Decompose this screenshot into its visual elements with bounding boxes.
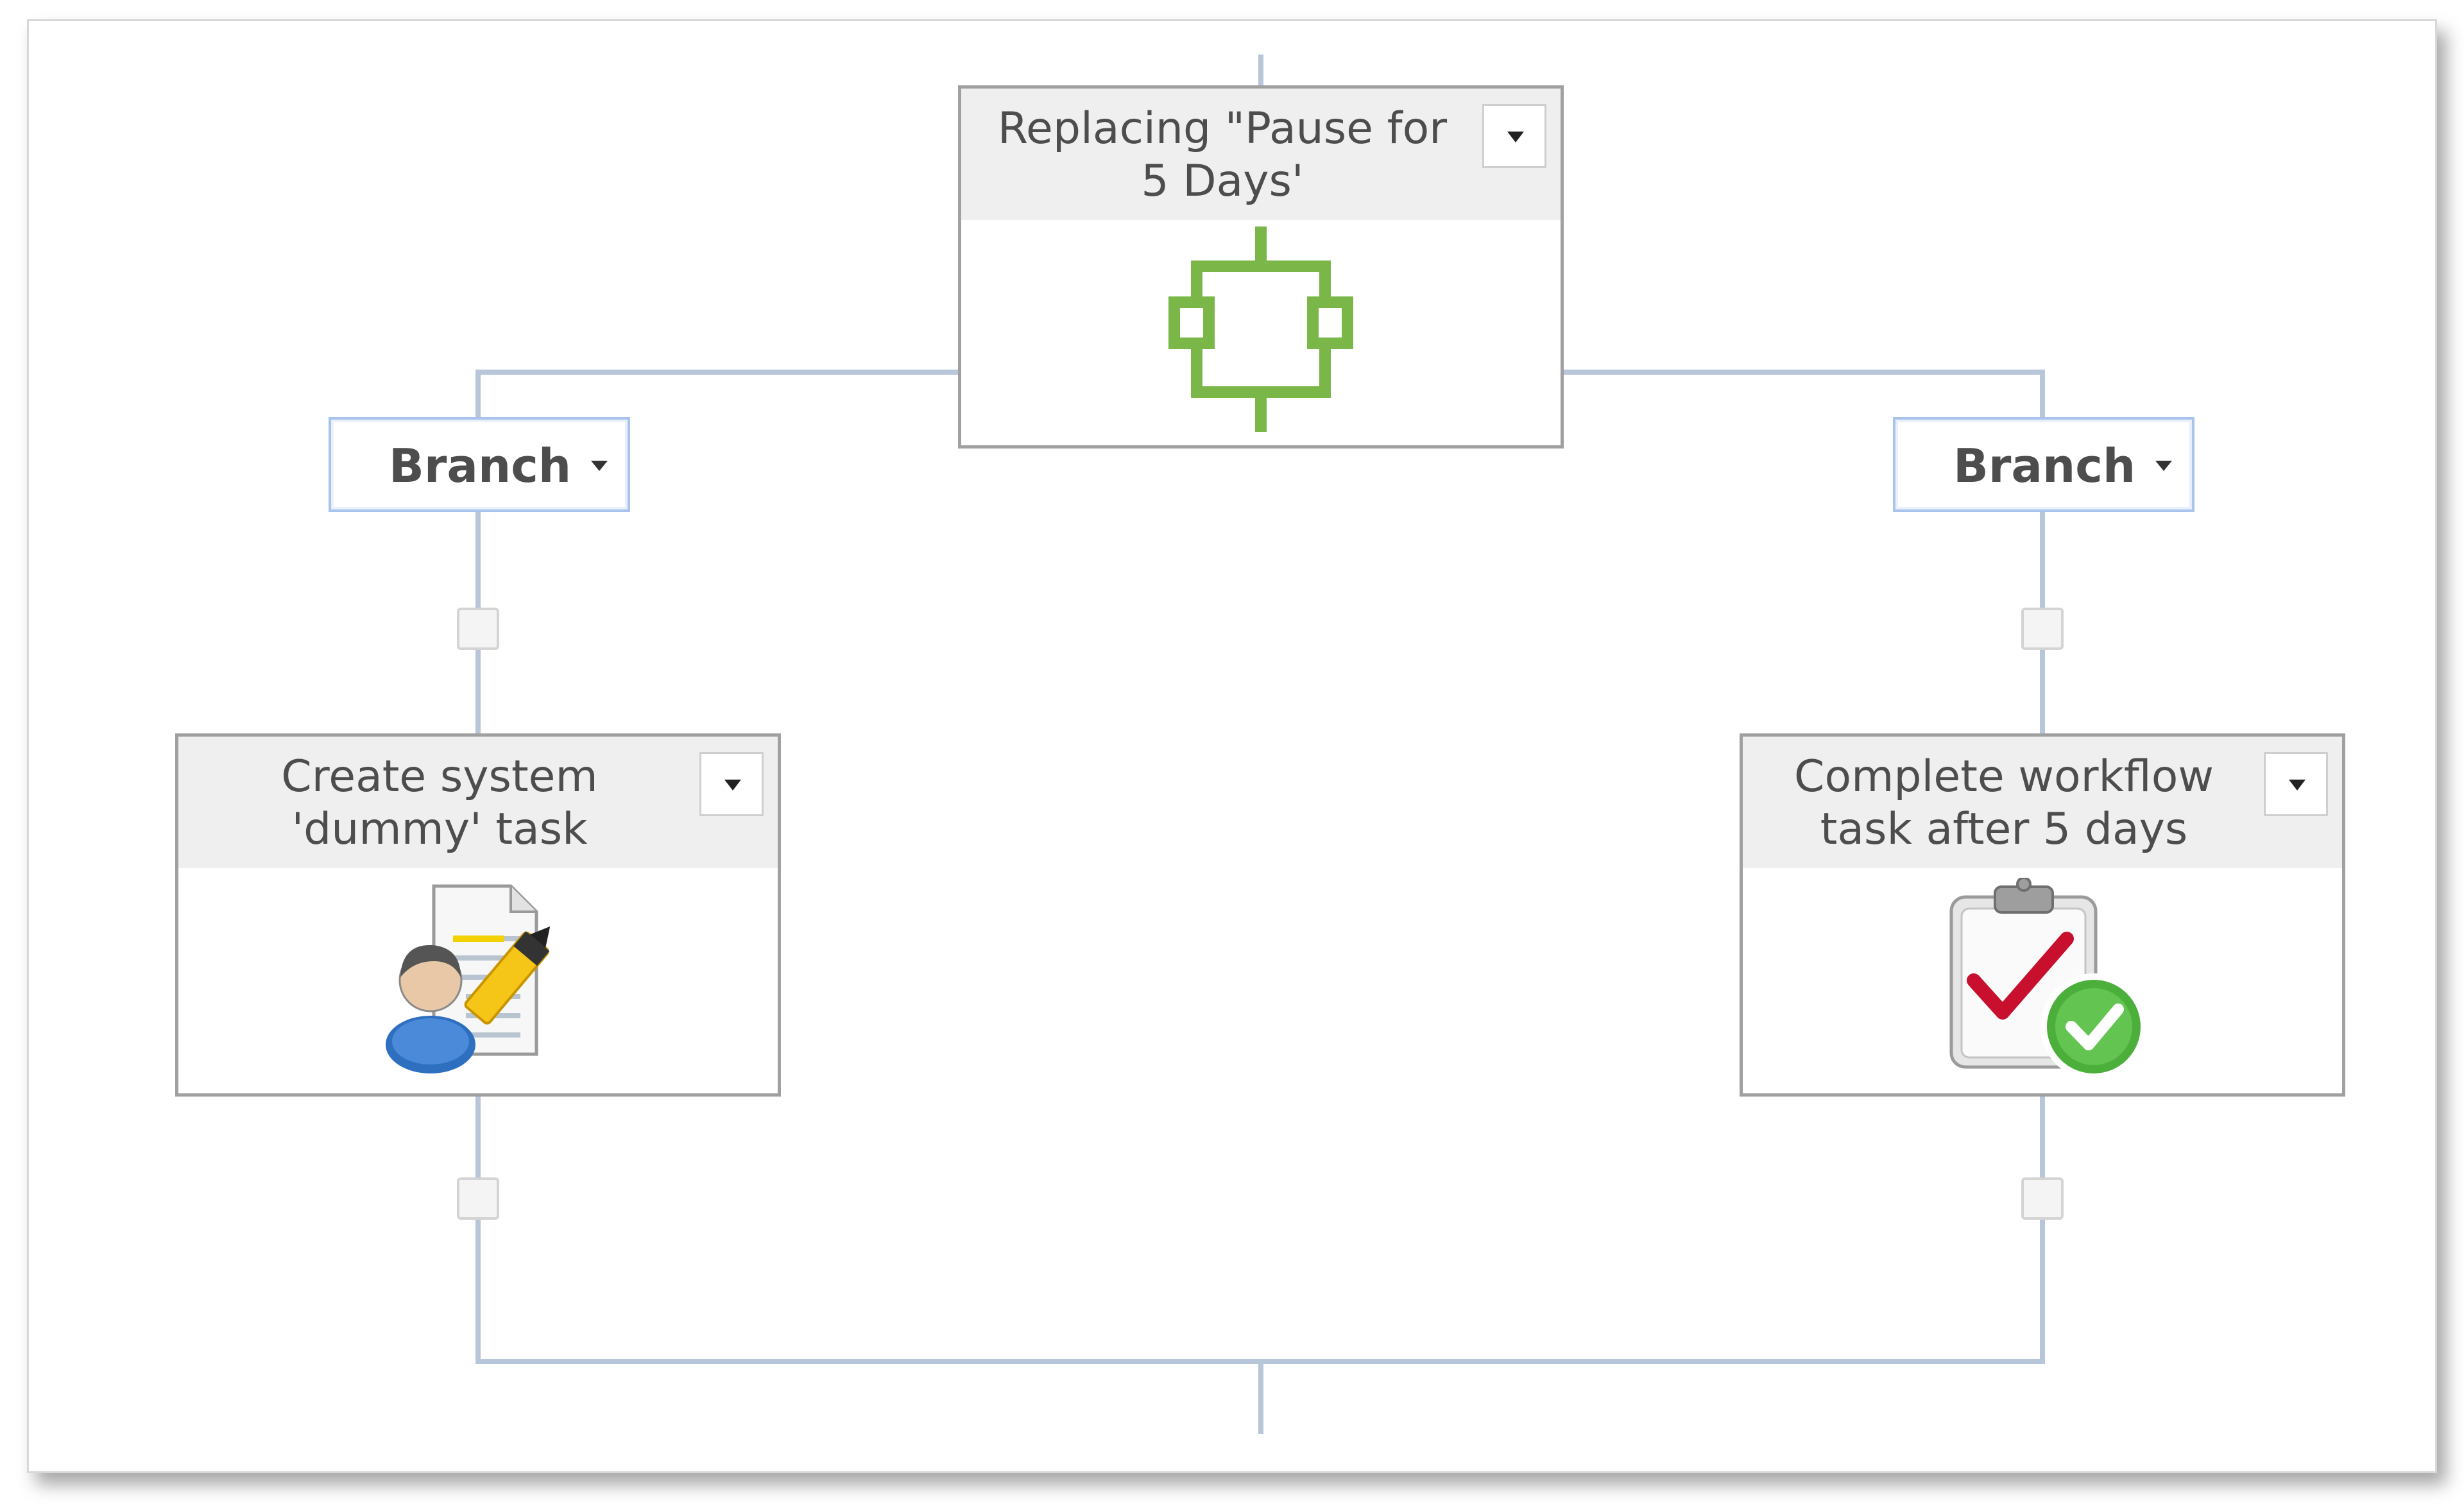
branch-left[interactable]: Branch [329,417,630,512]
branch-right[interactable]: Branch [1893,417,2194,512]
action-header: Replacing "Pause for 5 Days' [961,89,1561,220]
action-title: Complete workflow task after 5 days [1794,751,2214,855]
merge-connector [475,1094,2045,1364]
chevron-down-icon [1507,132,1524,142]
right-branch-connector [1561,370,2045,417]
action-menu-button[interactable] [2264,752,2328,816]
create-task-action[interactable]: Create system 'dummy' task [175,733,781,1097]
action-menu-button[interactable] [699,752,764,816]
action-header: Complete workflow task after 5 days [1743,737,2342,868]
parallel-block-action[interactable]: Replacing "Pause for 5 Days' [958,85,1564,449]
action-menu-button[interactable] [1482,104,1546,168]
insert-action-point[interactable] [2021,1177,2064,1220]
chevron-down-icon [2289,780,2306,790]
parallel-block-icon [1168,226,1353,432]
insert-action-point[interactable] [457,608,499,650]
chevron-down-icon[interactable] [591,461,608,471]
action-title: Replacing "Pause for 5 Days' [997,103,1448,207]
chevron-down-icon[interactable] [2155,461,2172,471]
insert-action-point[interactable] [2021,608,2064,650]
branch-label: Branch [389,439,572,493]
left-branch-connector [475,370,959,417]
action-title: Create system 'dummy' task [281,751,598,855]
branch-label: Branch [1953,439,2136,493]
complete-task-action[interactable]: Complete workflow task after 5 days [1740,733,2345,1097]
insert-action-point[interactable] [457,1177,499,1220]
chevron-down-icon [724,780,741,790]
complete-task-icon [1949,878,2147,1080]
action-header: Create system 'dummy' task [178,737,778,868]
assign-task-icon [386,884,551,1073]
